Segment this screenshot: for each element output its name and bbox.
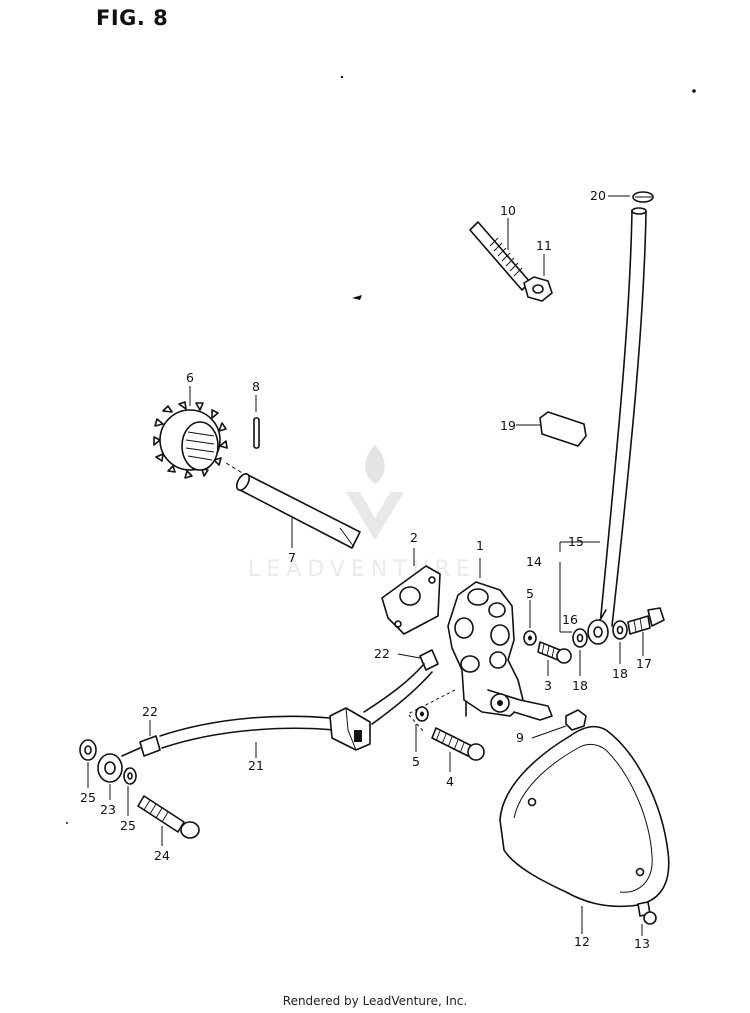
callout-17: 17 [636, 656, 652, 671]
part-10-bolt [469, 221, 531, 291]
callout-13: 13 [634, 936, 650, 951]
part-18-washer-left [572, 628, 588, 676]
part-9-plug [531, 709, 587, 739]
part-7-shaft [225, 462, 361, 549]
part-16-banjo [587, 609, 609, 645]
part-5-washer-lower [415, 706, 429, 752]
callout-7: 7 [288, 550, 296, 565]
part-18-washer-right [612, 620, 628, 664]
callout-23: 23 [100, 802, 116, 817]
watermark: LEADVENTURE [248, 445, 476, 582]
callout-18-right: 18 [612, 666, 628, 681]
callout-22-upper: 22 [374, 646, 390, 661]
part-3-screw [537, 641, 572, 676]
part-12-cover [499, 725, 670, 934]
callout-24: 24 [154, 848, 170, 863]
footer-credit: Rendered by LeadVenture, Inc. [282, 994, 468, 1008]
callout-19: 19 [500, 418, 516, 433]
part-19-clamp [539, 411, 587, 447]
leader-14-15 [559, 541, 600, 633]
part-21-hose [159, 663, 433, 758]
watermark-text: LEADVENTURE [248, 557, 476, 582]
part-13-screw [637, 901, 657, 936]
callout-11: 11 [536, 238, 552, 253]
part-20-clip [632, 191, 654, 203]
part-24-bolt [137, 795, 200, 846]
callout-6: 6 [186, 370, 194, 385]
part-6-gear [153, 401, 228, 479]
part-15-oil-hose [599, 207, 647, 627]
callout-8: 8 [252, 379, 260, 394]
figure-title: FIG. 8 [96, 6, 169, 30]
part-22-hose-end-upper [397, 649, 439, 671]
part-23-banjo [97, 747, 141, 800]
callout-18-left: 18 [572, 678, 588, 693]
callout-15: 15 [568, 534, 584, 549]
callout-21: 21 [248, 758, 264, 773]
callout-22-lower: 22 [142, 704, 158, 719]
part-4-screw [431, 727, 485, 772]
part-8-pin [253, 395, 260, 449]
callout-5-upper: 5 [526, 586, 534, 601]
callout-3: 3 [544, 678, 552, 693]
callout-9: 9 [516, 730, 524, 745]
callout-5-lower: 5 [412, 754, 420, 769]
part-2-gasket [381, 548, 441, 635]
part-25-washer-right [123, 767, 137, 816]
callout-12: 12 [574, 934, 590, 949]
part-5-washer-upper [523, 600, 537, 646]
part-17-bolt [627, 607, 665, 656]
callout-25-right: 25 [120, 818, 136, 833]
callout-25-left: 25 [80, 790, 96, 805]
callout-2: 2 [410, 530, 418, 545]
callout-16: 16 [562, 612, 578, 627]
part-25-washer-left [79, 739, 97, 788]
callout-1: 1 [476, 538, 484, 553]
callout-14: 14 [526, 554, 542, 569]
callout-4: 4 [446, 774, 454, 789]
callout-10: 10 [500, 203, 516, 218]
callout-20: 20 [590, 188, 606, 203]
part-11-nut [523, 276, 553, 302]
part-1-oil-pump [407, 558, 553, 733]
part-22-hose-end-lower [139, 720, 161, 757]
